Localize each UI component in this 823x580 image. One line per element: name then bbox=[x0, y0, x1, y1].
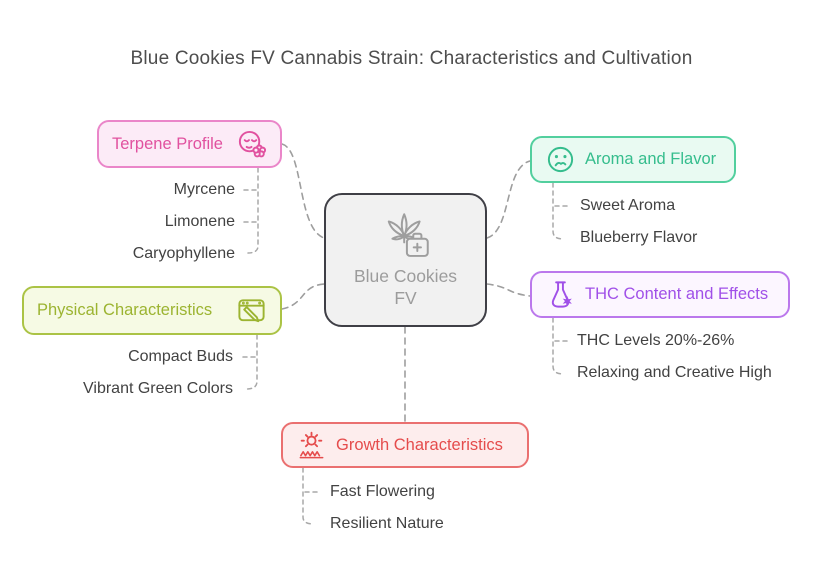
smell-face-flower-icon bbox=[236, 129, 267, 160]
item-myrcene: Myrcene bbox=[173, 181, 235, 198]
node-label: Physical Characteristics bbox=[37, 301, 213, 319]
center-label-line1: Blue Cookies bbox=[353, 266, 458, 287]
sun-sprouts-icon bbox=[296, 430, 327, 461]
page-title: Blue Cookies FV Cannabis Strain: Charact… bbox=[130, 48, 693, 69]
node-label: THC Content and Effects bbox=[585, 285, 769, 303]
node-terpene-profile[interactable]: Terpene Profile bbox=[97, 120, 282, 168]
item-sweet-aroma: Sweet Aroma bbox=[580, 197, 676, 214]
node-aroma-and-flavor[interactable]: Aroma and Flavor bbox=[530, 136, 736, 183]
item-fast-flowering: Fast Flowering bbox=[330, 483, 435, 500]
item-compact-buds: Compact Buds bbox=[128, 348, 233, 365]
cannabis-medkit-icon bbox=[377, 210, 435, 262]
node-physical-characteristics[interactable]: Physical Characteristics bbox=[22, 286, 282, 335]
item-relaxing-creative-high: Relaxing and Creative High bbox=[577, 364, 772, 381]
flask-leaf-icon bbox=[545, 279, 576, 310]
node-label: Growth Characteristics bbox=[336, 435, 503, 454]
node-growth-characteristics[interactable]: Growth Characteristics bbox=[281, 422, 529, 468]
sniff-face-icon bbox=[545, 144, 576, 175]
item-thc-levels: THC Levels 20%-26% bbox=[577, 332, 735, 349]
node-blue-cookies-fv[interactable]: Blue Cookies FV bbox=[324, 193, 487, 327]
center-label-line2: FV bbox=[394, 288, 417, 308]
item-blueberry-flavor: Blueberry Flavor bbox=[580, 229, 698, 246]
node-label: Terpene Profile bbox=[112, 134, 223, 153]
item-vibrant-green-colors: Vibrant Green Colors bbox=[83, 380, 233, 397]
item-resilient-nature: Resilient Nature bbox=[330, 515, 444, 532]
node-thc-content-and-effects[interactable]: THC Content and Effects bbox=[530, 271, 790, 318]
node-label: Aroma and Flavor bbox=[585, 150, 717, 168]
item-limonene: Limonene bbox=[164, 213, 235, 230]
window-pen-icon bbox=[236, 295, 267, 326]
item-caryophyllene: Caryophyllene bbox=[132, 245, 235, 262]
